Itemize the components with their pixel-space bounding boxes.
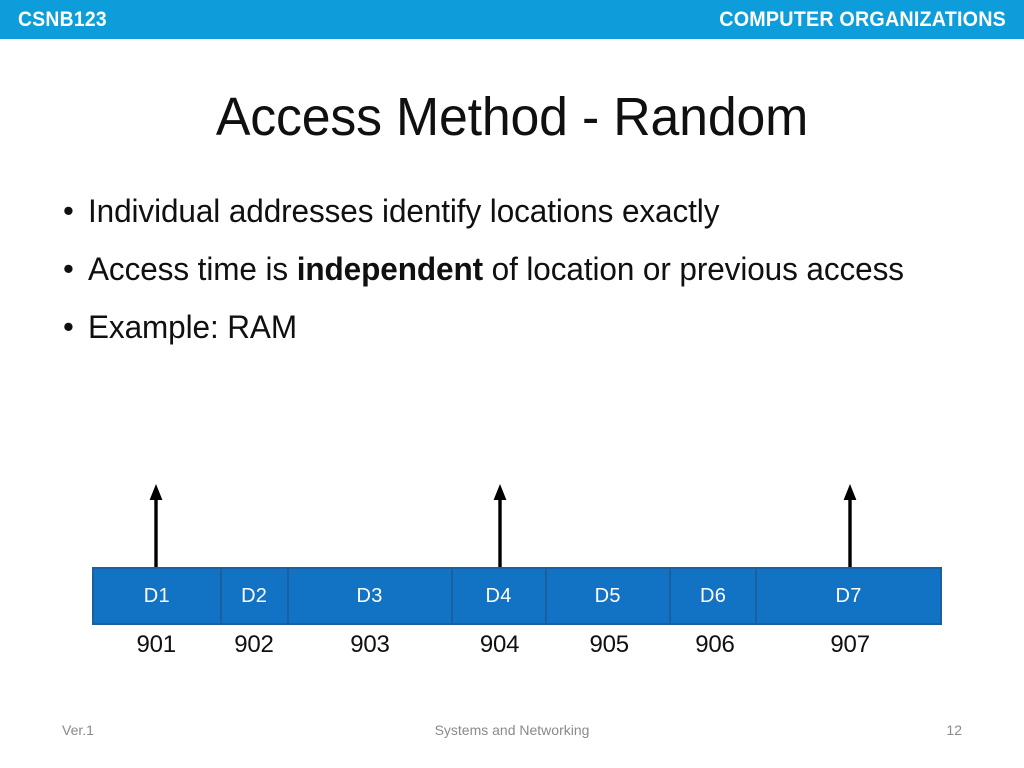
bullet-point-icon: • <box>63 251 74 286</box>
memory-cell: D4 <box>452 569 547 623</box>
bullet-text: Access time is independent of location o… <box>88 251 904 287</box>
bullet-list: • Individual addresses identify locations… <box>58 186 978 360</box>
memory-address-label: 904 <box>479 631 520 658</box>
bullet-item: • Example: RAM <box>58 302 978 352</box>
memory-cell: D7 <box>757 569 940 623</box>
access-arrow-layer <box>92 484 942 570</box>
memory-cell: D3 <box>288 569 453 623</box>
memory-address-label: 903 <box>350 631 390 658</box>
memory-address-label: 907 <box>830 631 870 658</box>
bullet-item: • Access time is independent of location … <box>58 244 978 294</box>
access-arrow-icon <box>843 484 857 570</box>
memory-cell: D5 <box>546 569 671 623</box>
memory-cell: D6 <box>670 569 758 623</box>
course-code-label: CSNB123 <box>18 8 107 31</box>
memory-address-row: 901 902 903 904 905 906 907 <box>92 627 942 663</box>
slide-header-bar: CSNB123 COMPUTER ORGANIZATIONS <box>0 0 1024 39</box>
memory-cell: D1 <box>94 569 222 623</box>
bullet-text: Example: RAM <box>88 309 298 345</box>
slide-footer: Ver.1 Systems and Networking 12 <box>0 722 1024 748</box>
memory-address-label: 905 <box>589 631 629 658</box>
memory-cell: D2 <box>221 569 289 623</box>
course-title-label: COMPUTER ORGANIZATIONS <box>719 8 1006 31</box>
footer-page-number: 12 <box>946 722 962 738</box>
bullet-emphasis: independent <box>296 251 484 287</box>
footer-version-label: Ver.1 <box>62 722 94 738</box>
memory-address-label: 902 <box>234 631 274 658</box>
memory-address-label: 901 <box>136 631 176 658</box>
bullet-point-icon: • <box>63 193 74 228</box>
bullet-text: Individual addresses identify locations … <box>88 193 720 229</box>
access-arrow-icon <box>149 484 163 570</box>
memory-address-label: 906 <box>695 631 735 658</box>
bullet-item: • Individual addresses identify locations… <box>58 186 978 236</box>
page-title: Access Method - Random <box>215 87 809 147</box>
footer-center-label: Systems and Networking <box>434 722 590 738</box>
bullet-point-icon: • <box>63 309 74 344</box>
access-arrow-icon <box>493 484 507 570</box>
